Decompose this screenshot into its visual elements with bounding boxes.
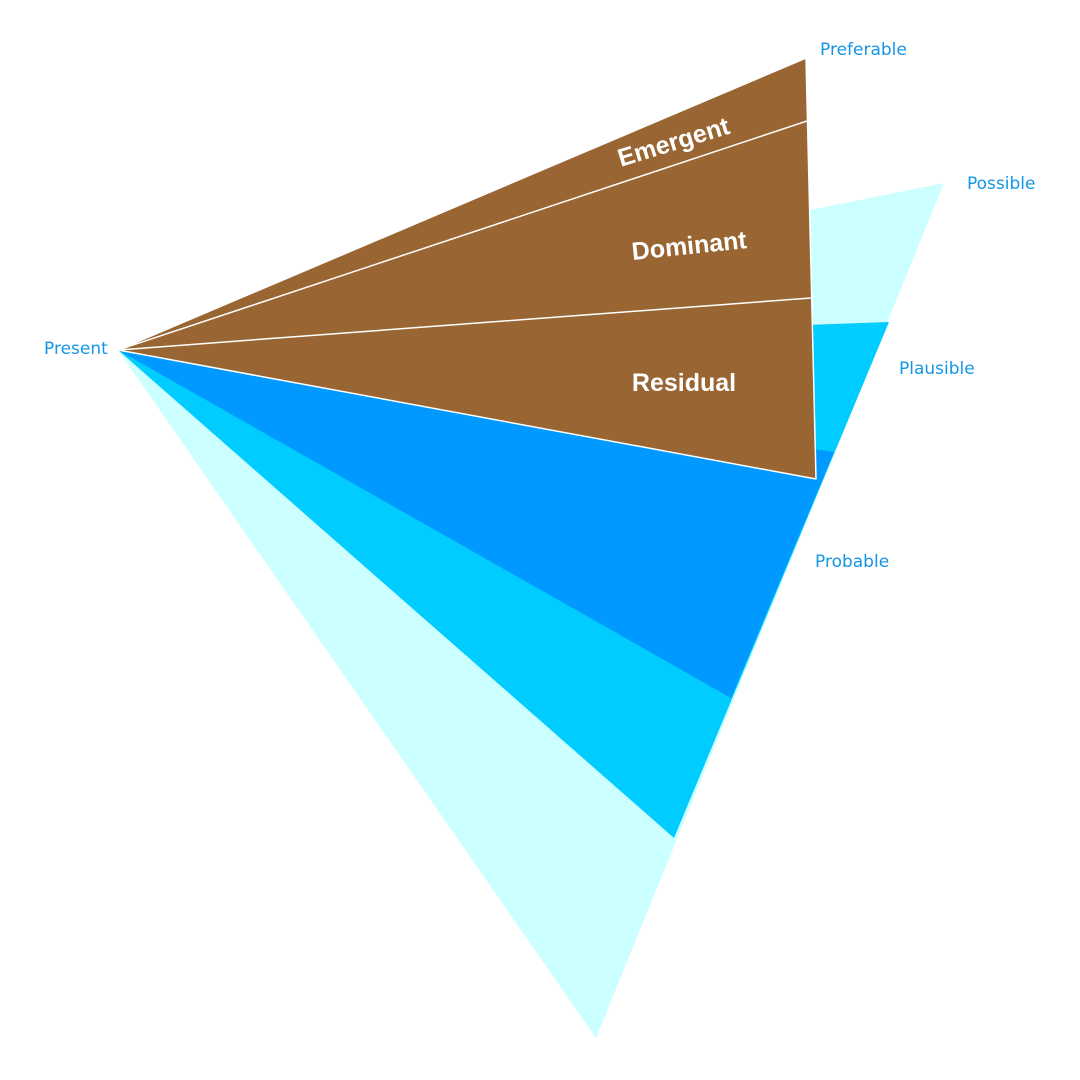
dominant-residual-divider xyxy=(117,297,812,351)
preferable-label: Preferable xyxy=(820,40,907,60)
emergent-dominant-divider xyxy=(117,120,808,351)
present-label: Present xyxy=(44,339,108,359)
possible-label: Possible xyxy=(967,174,1035,194)
preferable-cone xyxy=(117,57,817,480)
residual-label: Residual xyxy=(632,369,736,397)
probable-label: Probable xyxy=(815,552,889,572)
plausible-label: Plausible xyxy=(899,359,975,379)
